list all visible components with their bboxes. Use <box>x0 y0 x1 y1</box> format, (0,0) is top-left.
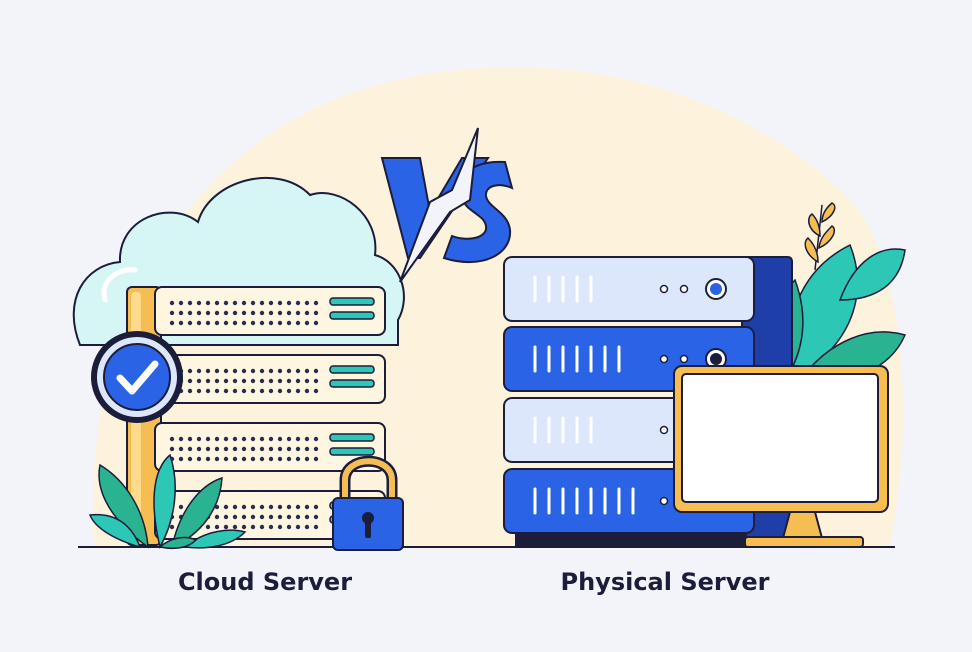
monitor-icon <box>673 365 889 548</box>
plant-icon <box>88 453 247 550</box>
cloud-server-label: Cloud Server <box>177 568 353 596</box>
physical-server-label: Physical Server <box>560 568 770 596</box>
server-rack-icon <box>503 256 755 547</box>
check-badge-icon <box>91 331 183 423</box>
cloud-server-units <box>154 286 386 540</box>
padlock-icon <box>332 455 404 551</box>
versus-mark <box>380 127 514 283</box>
